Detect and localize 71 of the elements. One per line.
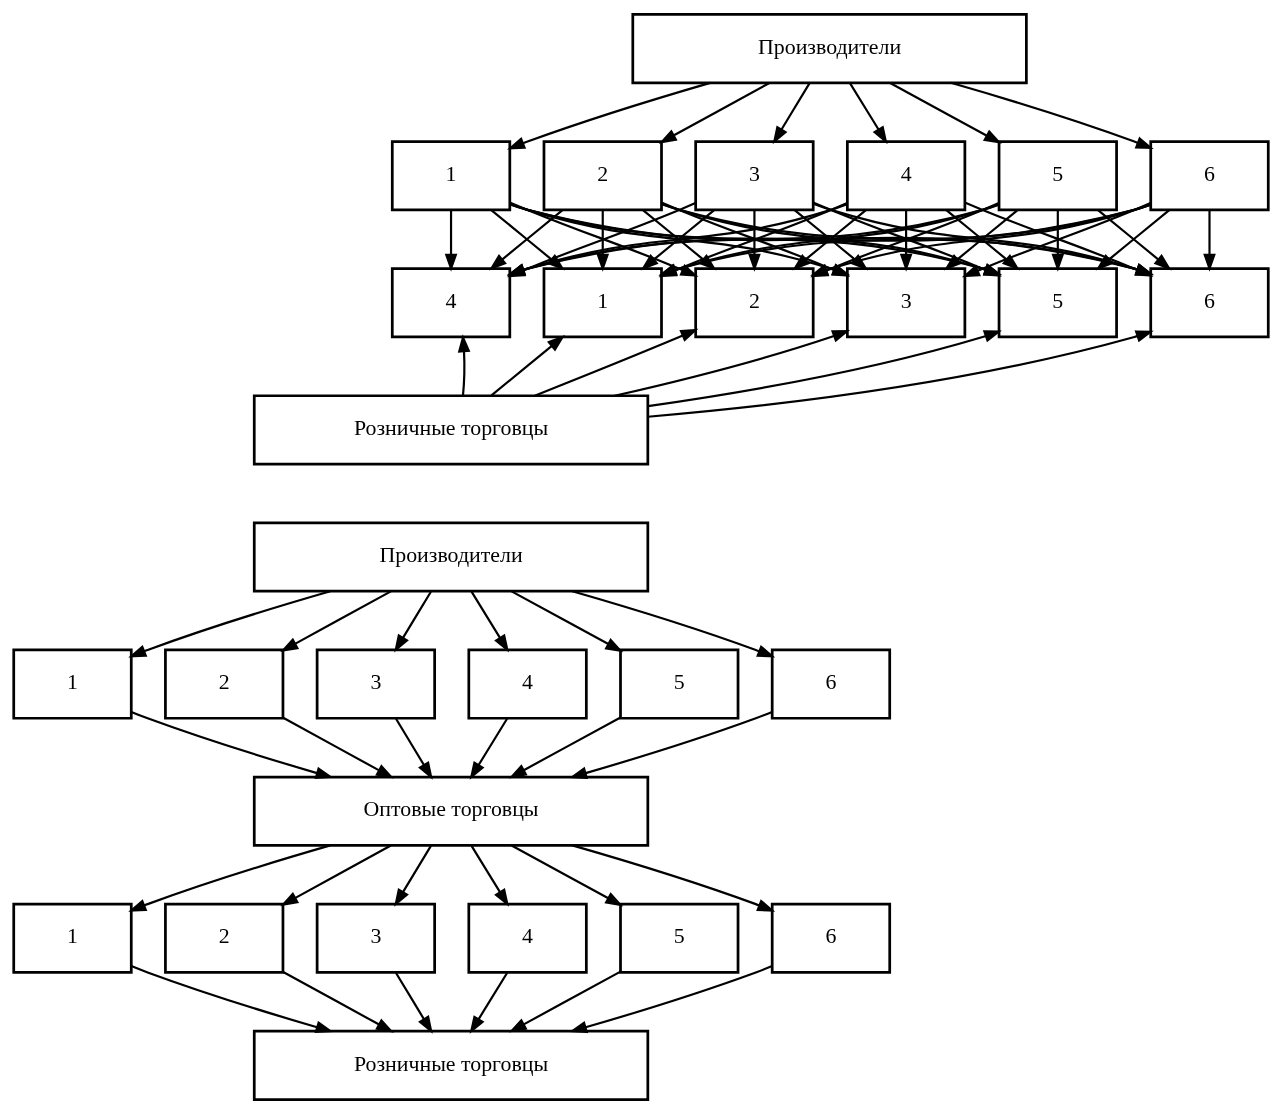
arrow xyxy=(614,329,851,397)
arrow xyxy=(596,210,610,272)
node-box: 2 xyxy=(694,267,815,339)
arrow xyxy=(282,971,395,1033)
node-box: 3 xyxy=(694,140,815,212)
node-box: 2 xyxy=(164,648,285,720)
arrow xyxy=(470,591,509,653)
node-box: Оптовые торговцы xyxy=(252,775,650,847)
arrow xyxy=(280,590,392,653)
arrow xyxy=(899,210,913,272)
node-box: 1 xyxy=(542,267,663,339)
arrow xyxy=(508,970,621,1033)
node-box: 5 xyxy=(997,267,1118,339)
arrow xyxy=(444,210,458,272)
arrow xyxy=(658,82,770,144)
arrow xyxy=(507,81,711,150)
arrow xyxy=(534,328,699,397)
node-box: 1 xyxy=(12,902,133,974)
arrow xyxy=(457,334,471,396)
node-box: 6 xyxy=(1149,140,1270,212)
node-box: 5 xyxy=(619,648,740,720)
node-box: Розничные торговцы xyxy=(252,394,650,466)
arrow xyxy=(849,82,888,145)
node-box: 5 xyxy=(997,140,1118,212)
node-box: 6 xyxy=(1149,267,1270,339)
node-box: 4 xyxy=(390,267,512,339)
arrow xyxy=(772,82,811,145)
arrow xyxy=(130,965,334,1034)
arrow xyxy=(490,335,566,397)
arrow xyxy=(569,710,773,779)
node-box: Производители xyxy=(252,521,650,593)
arrow xyxy=(748,210,761,272)
arrow xyxy=(1051,210,1065,272)
arrow xyxy=(569,965,773,1034)
node-box: 2 xyxy=(542,140,663,212)
arrow xyxy=(280,844,392,907)
node-box: 3 xyxy=(315,902,436,974)
node-box: 4 xyxy=(467,902,588,974)
node-box: 4 xyxy=(846,140,967,212)
node-box: 3 xyxy=(846,267,967,339)
arrow xyxy=(394,845,432,907)
arrow xyxy=(508,716,621,779)
arrow xyxy=(571,844,776,912)
arrow xyxy=(130,710,334,779)
arrow xyxy=(470,845,509,907)
arrow xyxy=(511,590,624,653)
arrow xyxy=(394,591,432,653)
arrow xyxy=(511,844,624,907)
arrow xyxy=(647,330,1154,418)
node-box: Розничные торговцы xyxy=(252,1029,650,1101)
node-box: 6 xyxy=(770,648,892,720)
node-box: 5 xyxy=(619,902,740,974)
node-box: 4 xyxy=(467,648,588,720)
arrow xyxy=(1203,210,1216,272)
arrow xyxy=(128,590,331,658)
node-box: 2 xyxy=(164,902,285,974)
node-box: 3 xyxy=(315,648,436,720)
arrow xyxy=(571,590,776,658)
arrow xyxy=(395,718,433,780)
arrow xyxy=(395,972,433,1034)
node-box: Производители xyxy=(631,13,1028,85)
arrow xyxy=(647,330,1002,408)
node-box: 1 xyxy=(390,140,512,212)
arrow xyxy=(282,716,395,779)
arrow xyxy=(469,718,508,780)
node-box: 6 xyxy=(770,902,892,974)
node-box: 1 xyxy=(12,648,133,720)
arrow xyxy=(128,844,331,912)
arrow xyxy=(469,972,508,1034)
arrow xyxy=(889,82,1002,144)
arrow xyxy=(950,81,1154,150)
